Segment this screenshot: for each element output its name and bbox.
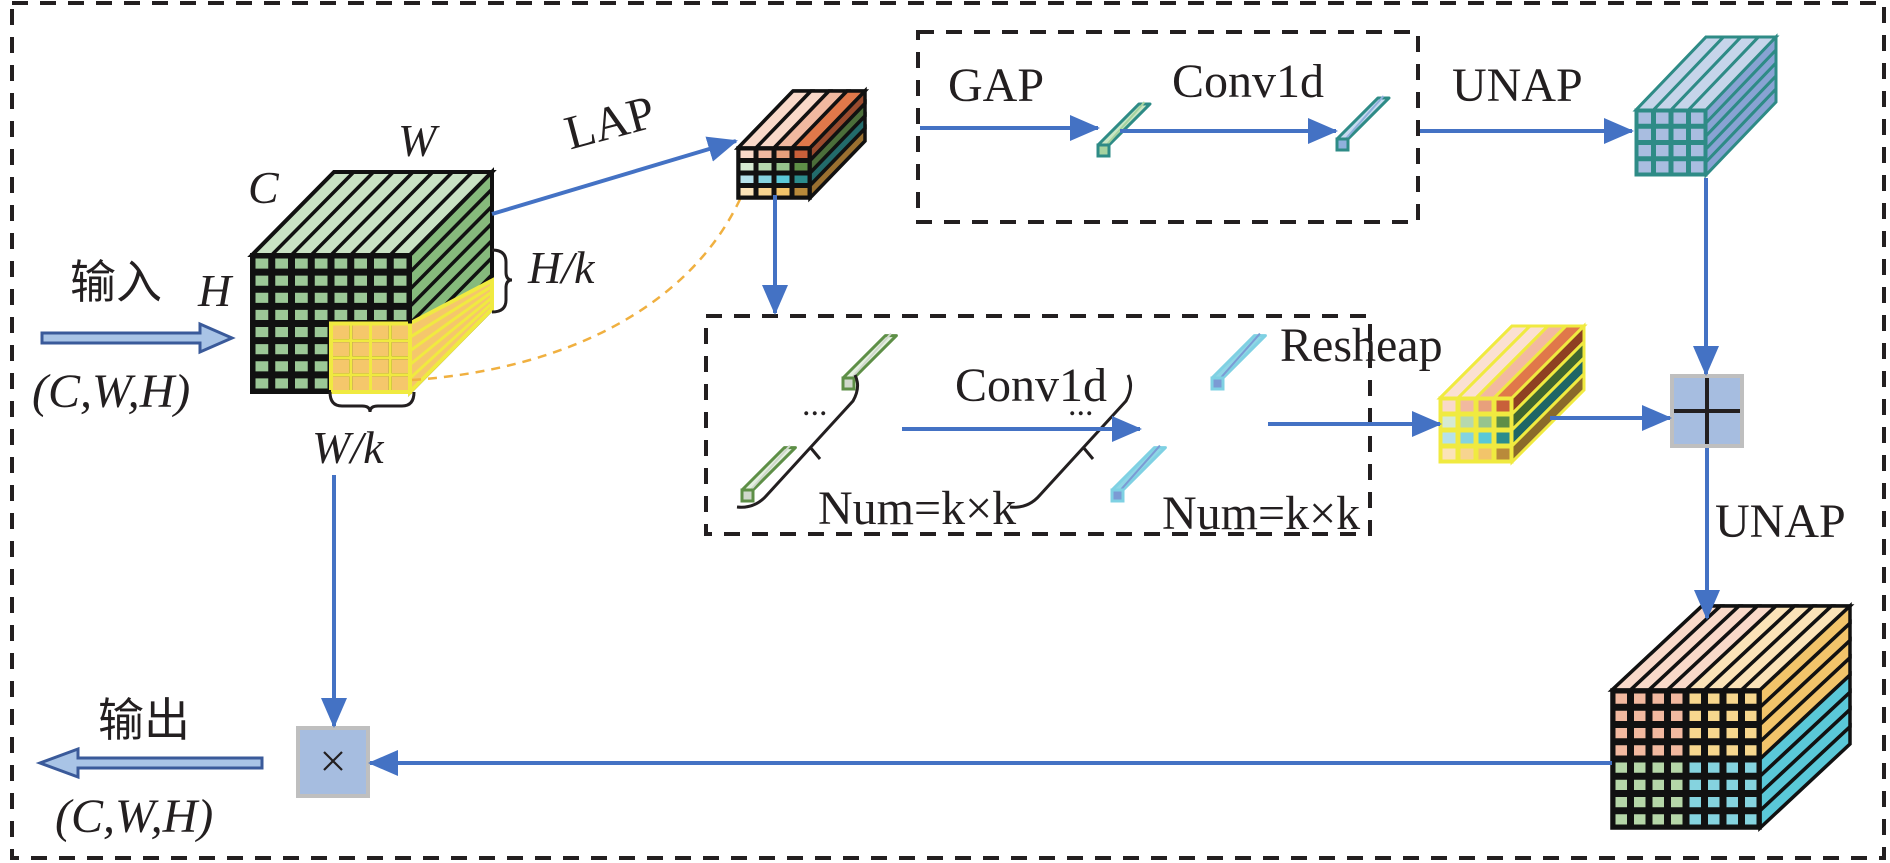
reshape-label: Resheap: [1280, 319, 1443, 372]
unap-global-cube: [1632, 33, 1780, 179]
input-dim-w: W: [398, 115, 437, 166]
input-label: 输入: [70, 257, 162, 308]
input-dim-h: H: [198, 265, 232, 316]
conv-vector-bar: [1335, 95, 1391, 152]
gap-vector-bar: [1096, 101, 1152, 158]
ellipsis-right: ...: [1068, 386, 1094, 423]
reshaped-local-cube: [1436, 322, 1588, 466]
conv-mid-label: Conv1d: [955, 359, 1108, 412]
unap-right-label: UNAP: [1715, 495, 1846, 548]
unap-top-label: UNAP: [1452, 59, 1583, 112]
brace-w-over-k: [328, 391, 416, 413]
group-count-left: Num=k×k: [818, 482, 1017, 535]
arrow-lap: [491, 136, 738, 216]
input-arrow-icon: [40, 321, 236, 355]
patch-link-curve: [411, 194, 744, 382]
group-bracket-right-tick: [1081, 446, 1095, 460]
ellipsis-left: ...: [802, 386, 828, 423]
local-branch-box: [704, 314, 1372, 536]
add-operator: [1670, 374, 1744, 448]
gap-label: GAP: [948, 59, 1045, 112]
brace-h-over-k: [491, 248, 513, 314]
lap-pooled-cube: [733, 86, 870, 203]
patch-h-label: H/k: [528, 242, 595, 293]
fused-attention-cube: [1607, 601, 1855, 833]
patch-w-label: W/k: [312, 422, 384, 473]
input-shape: (C,W,H): [32, 365, 191, 418]
outer-frame: [10, 1, 1886, 860]
output-shape: (C,W,H): [55, 790, 214, 843]
input-dim-c: C: [248, 162, 279, 213]
conv-top-label: Conv1d: [1172, 55, 1325, 108]
output-label: 输出: [98, 695, 190, 746]
local-vector-bars-cyan: [1110, 332, 1267, 503]
flow-arrows: [321, 115, 1720, 776]
group-count-right: Num=k×k: [1162, 487, 1361, 540]
group-bracket-left-tick: [808, 446, 822, 460]
output-arrow-icon: [35, 746, 264, 780]
multiply-operator: [296, 726, 370, 798]
input-feature-cube: [247, 167, 497, 397]
gap-branch-box: [916, 30, 1420, 224]
